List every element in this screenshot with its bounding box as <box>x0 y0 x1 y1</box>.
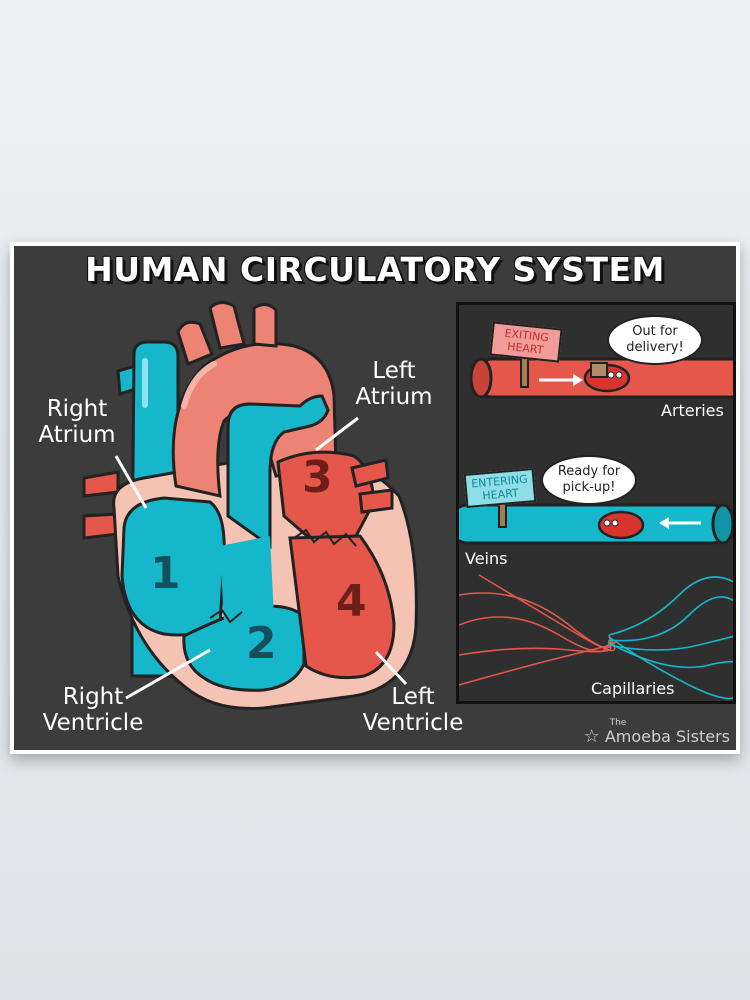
valve-left <box>293 528 357 547</box>
vein-arrow-head <box>659 517 669 529</box>
pointer-left-atrium <box>315 416 359 452</box>
aorta-branch-3 <box>252 303 278 348</box>
chamber-number-4: 4 <box>336 576 367 627</box>
artery-cell-eye-2 <box>615 371 623 379</box>
pointer-right-atrium <box>114 455 148 509</box>
brand-line-2: ☆ Amoeba Sisters <box>583 726 730 747</box>
label-right-atrium: Right Atrium <box>38 396 116 448</box>
chamber-number-1: 1 <box>150 548 181 599</box>
vein-blood-cell <box>597 510 645 540</box>
artery-opening <box>469 357 493 399</box>
exiting-heart-sign: EXITING HEART <box>489 321 563 363</box>
vein-cell-eye-2 <box>611 519 619 527</box>
arteries-label: Arteries <box>661 401 724 420</box>
left-pulmonary-vein-2 <box>358 488 394 514</box>
left-ventricle-chamber <box>288 534 396 680</box>
star-icon: ☆ <box>583 726 600 747</box>
label-left-ventricle: Left Ventricle <box>362 684 464 736</box>
veins-label: Veins <box>465 549 508 568</box>
aorta-branch-2 <box>208 301 246 350</box>
entering-heart-sign: ENTERING HEART <box>463 468 537 508</box>
capillaries-label: Capillaries <box>591 679 675 698</box>
septum-connector <box>220 536 274 624</box>
artery-arrow-head <box>573 374 583 386</box>
amoeba-sisters-brand: The ☆ Amoeba Sisters <box>584 719 730 746</box>
poster-panel: HUMAN CIRCULATORY SYSTEM <box>14 246 736 750</box>
vena-cava-highlight <box>142 358 148 408</box>
artery-cell-eye-1 <box>607 371 615 379</box>
artery-speech-bubble: Out for delivery! <box>607 315 703 365</box>
capillaries-network <box>459 574 733 700</box>
vein-speech-bubble: Ready for pick-up! <box>541 455 637 505</box>
aorta-branch-1 <box>176 320 214 367</box>
pointer-right-ventricle <box>125 648 211 700</box>
chamber-number-3: 3 <box>302 452 333 503</box>
chamber-number-2: 2 <box>246 618 277 669</box>
brand-line-1: The <box>609 718 627 728</box>
artery-sign-post <box>520 356 529 388</box>
vein-cell-eye-1 <box>603 519 611 527</box>
vessels-panel: EXITING HEART Out for delivery! Arteries… <box>456 302 736 704</box>
vein-opening <box>711 503 733 545</box>
left-pulmonary-vein-1 <box>350 458 390 488</box>
pointer-left-ventricle <box>374 650 408 686</box>
heart-illustration <box>82 301 418 710</box>
vein-sign-post <box>498 502 507 528</box>
label-right-ventricle: Right Ventricle <box>42 684 144 736</box>
label-left-atrium: Left Atrium <box>355 358 433 410</box>
package-icon <box>590 362 608 378</box>
poster-frame: HUMAN CIRCULATORY SYSTEM <box>10 242 740 754</box>
valve-right <box>209 608 243 624</box>
aorta-highlight <box>181 361 217 409</box>
pulmonary-vein-right-upper <box>82 470 120 498</box>
pulmonary-vein-right-lower <box>82 512 120 540</box>
pulmonary-artery <box>226 394 330 549</box>
vessels-illustration <box>459 356 733 700</box>
poster-title: HUMAN CIRCULATORY SYSTEM <box>85 250 665 289</box>
